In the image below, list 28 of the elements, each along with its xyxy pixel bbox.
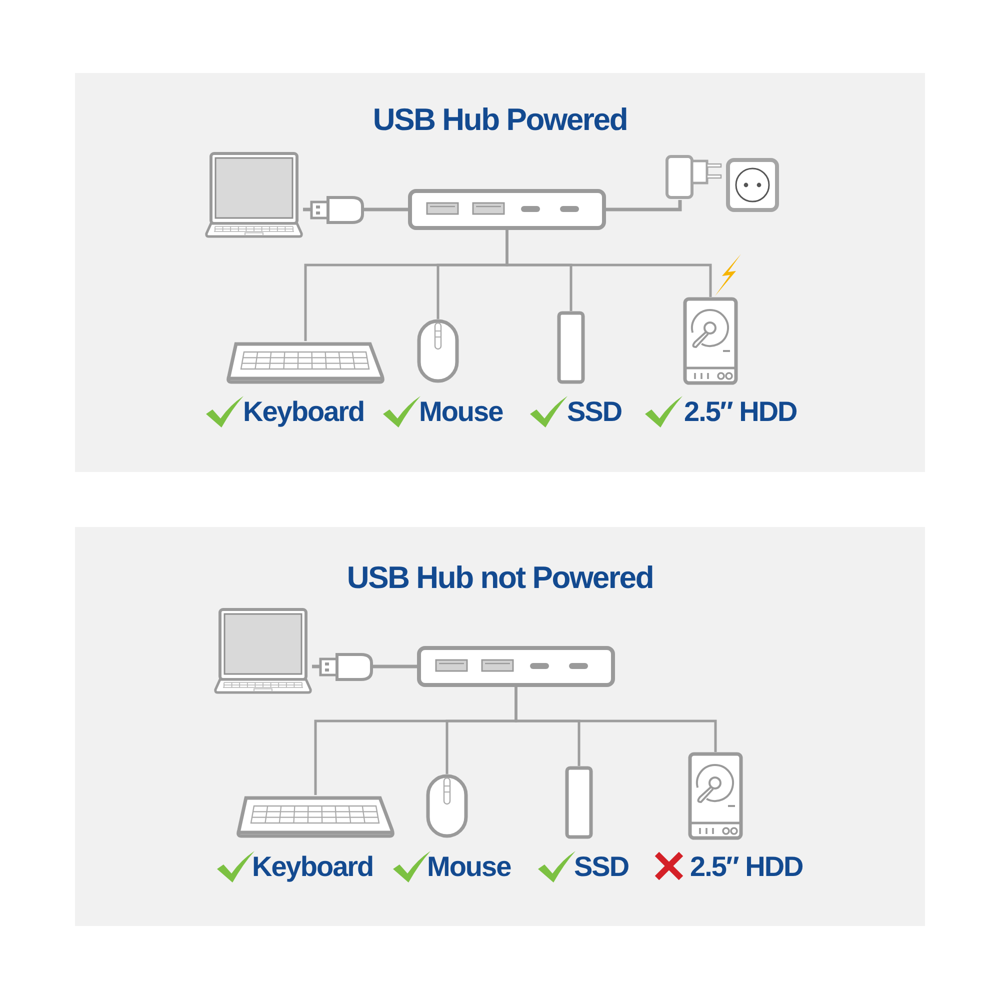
- panel-title: USB Hub Powered: [372, 102, 628, 137]
- mouse-icon: [426, 774, 468, 838]
- device-label: 2.5″ HDD: [684, 396, 797, 428]
- laptop-icon: [205, 152, 303, 238]
- hard-drive-icon: [683, 297, 738, 385]
- usb-hub-icon: [417, 646, 615, 687]
- cable: [606, 200, 682, 212]
- device-label: SSD: [574, 851, 629, 883]
- mouse-icon: [417, 319, 459, 383]
- connector-line: [514, 687, 717, 752]
- device-label: Mouse: [419, 396, 503, 428]
- keyboard-icon: [225, 341, 386, 384]
- device-label: Keyboard: [243, 396, 364, 428]
- device-label: SSD: [567, 396, 622, 428]
- device-label: 2.5″ HDD: [690, 851, 803, 883]
- usb-hub-icon: [408, 189, 606, 230]
- device-label: Mouse: [427, 851, 511, 883]
- device-label: Keyboard: [252, 851, 374, 883]
- ssd-icon: [557, 311, 585, 384]
- power-adapter-icon: [665, 155, 723, 200]
- laptop-icon: [214, 608, 312, 694]
- panel: [75, 73, 925, 472]
- panel: [75, 527, 925, 926]
- connector-line: [506, 230, 712, 297]
- ssd-icon: [565, 766, 593, 839]
- keyboard-icon: [235, 795, 396, 838]
- panel-title: USB Hub not Powered: [346, 560, 654, 595]
- hard-drive-icon: [688, 752, 743, 840]
